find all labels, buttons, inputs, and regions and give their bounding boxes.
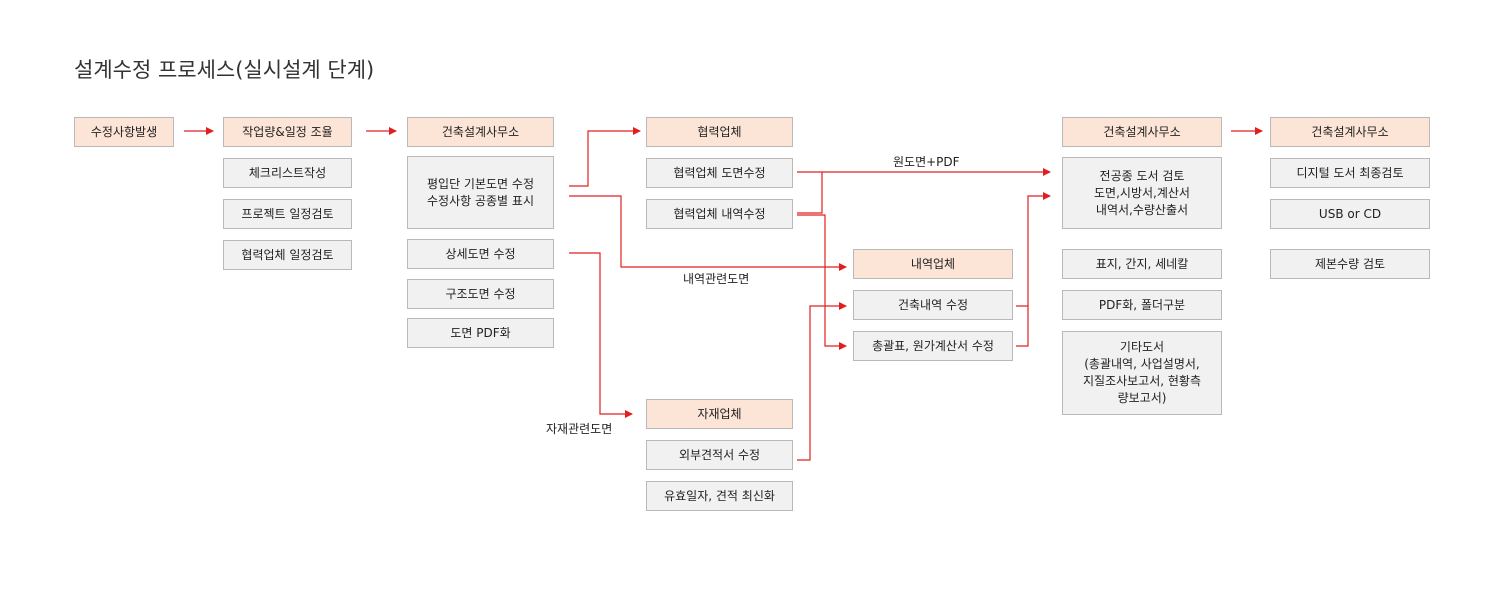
node-partner-drawing-revision[interactable]: 협력업체 도면수정 — [646, 158, 793, 188]
node-architect-office-2[interactable]: 건축설계사무소 — [1062, 117, 1222, 147]
node-drawing-pdf[interactable]: 도면 PDF화 — [407, 318, 554, 348]
node-structure-drawing-revision[interactable]: 구조도면 수정 — [407, 279, 554, 309]
label-estimate-drawings: 내역관련도면 — [683, 272, 750, 286]
node-summary-cost-revision[interactable]: 총괄표, 원가계산서 수정 — [853, 331, 1013, 361]
node-material-company[interactable]: 자재업체 — [646, 399, 793, 429]
node-binding-review[interactable]: 제본수량 검토 — [1270, 249, 1430, 279]
arrow-plan-to-estimator — [569, 195, 847, 271]
arrow-quote-to-building-estimate — [797, 302, 847, 461]
line-summary-join — [1016, 306, 1029, 347]
line-partner-estimate-join — [797, 172, 823, 214]
node-full-document-review[interactable]: 전공종 도서 검토 도면,시방서,계산서 내역서,수량산출서 — [1062, 157, 1222, 229]
arrow-partner-estimate-to-summary — [797, 214, 847, 350]
node-estimate-company[interactable]: 내역업체 — [853, 249, 1013, 279]
node-checklist[interactable]: 체크리스트작성 — [223, 158, 352, 188]
node-detail-drawing-revision[interactable]: 상세도면 수정 — [407, 239, 554, 269]
label-original-pdf: 원도면+PDF — [893, 155, 960, 169]
node-architect-office-3[interactable]: 건축설계사무소 — [1270, 117, 1430, 147]
node-workload-schedule[interactable]: 작업량&일정 조율 — [223, 117, 352, 147]
node-project-schedule-review[interactable]: 프로젝트 일정검토 — [223, 199, 352, 229]
node-pdf-folder[interactable]: PDF화, 폴더구분 — [1062, 290, 1222, 320]
node-other-documents[interactable]: 기타도서 (총괄내역, 사업설명서, 지질조사보고서, 현황측 량보고서) — [1062, 331, 1222, 415]
node-building-estimate-revision[interactable]: 건축내역 수정 — [853, 290, 1013, 320]
node-usb-cd[interactable]: USB or CD — [1270, 199, 1430, 229]
page-title: 설계수정 프로세스(실시설계 단계) — [74, 58, 375, 82]
label-material-drawings: 자재관련도면 — [546, 422, 613, 436]
node-partner-company[interactable]: 협력업체 — [646, 117, 793, 147]
arrow-detail-to-material — [569, 252, 633, 418]
node-partner-schedule-review[interactable]: 협력업체 일정검토 — [223, 240, 352, 270]
node-architect-office-1[interactable]: 건축설계사무소 — [407, 117, 554, 147]
node-issue-occurrence[interactable]: 수정사항발생 — [74, 117, 174, 147]
node-cover-divider[interactable]: 표지, 간지, 세네칼 — [1062, 249, 1222, 279]
node-quote-update[interactable]: 유효일자, 견적 최신화 — [646, 481, 793, 511]
arrow-plan-to-partner — [569, 127, 641, 187]
arrow-estimate-to-review — [1016, 192, 1051, 307]
node-partner-estimate-revision[interactable]: 협력업체 내역수정 — [646, 199, 793, 229]
node-digital-final-review[interactable]: 디지털 도서 최종검토 — [1270, 158, 1430, 188]
node-external-quote-revision[interactable]: 외부견적서 수정 — [646, 440, 793, 470]
node-basic-drawing-revision[interactable]: 평입단 기본도면 수정 수정사항 공종별 표시 — [407, 156, 554, 229]
